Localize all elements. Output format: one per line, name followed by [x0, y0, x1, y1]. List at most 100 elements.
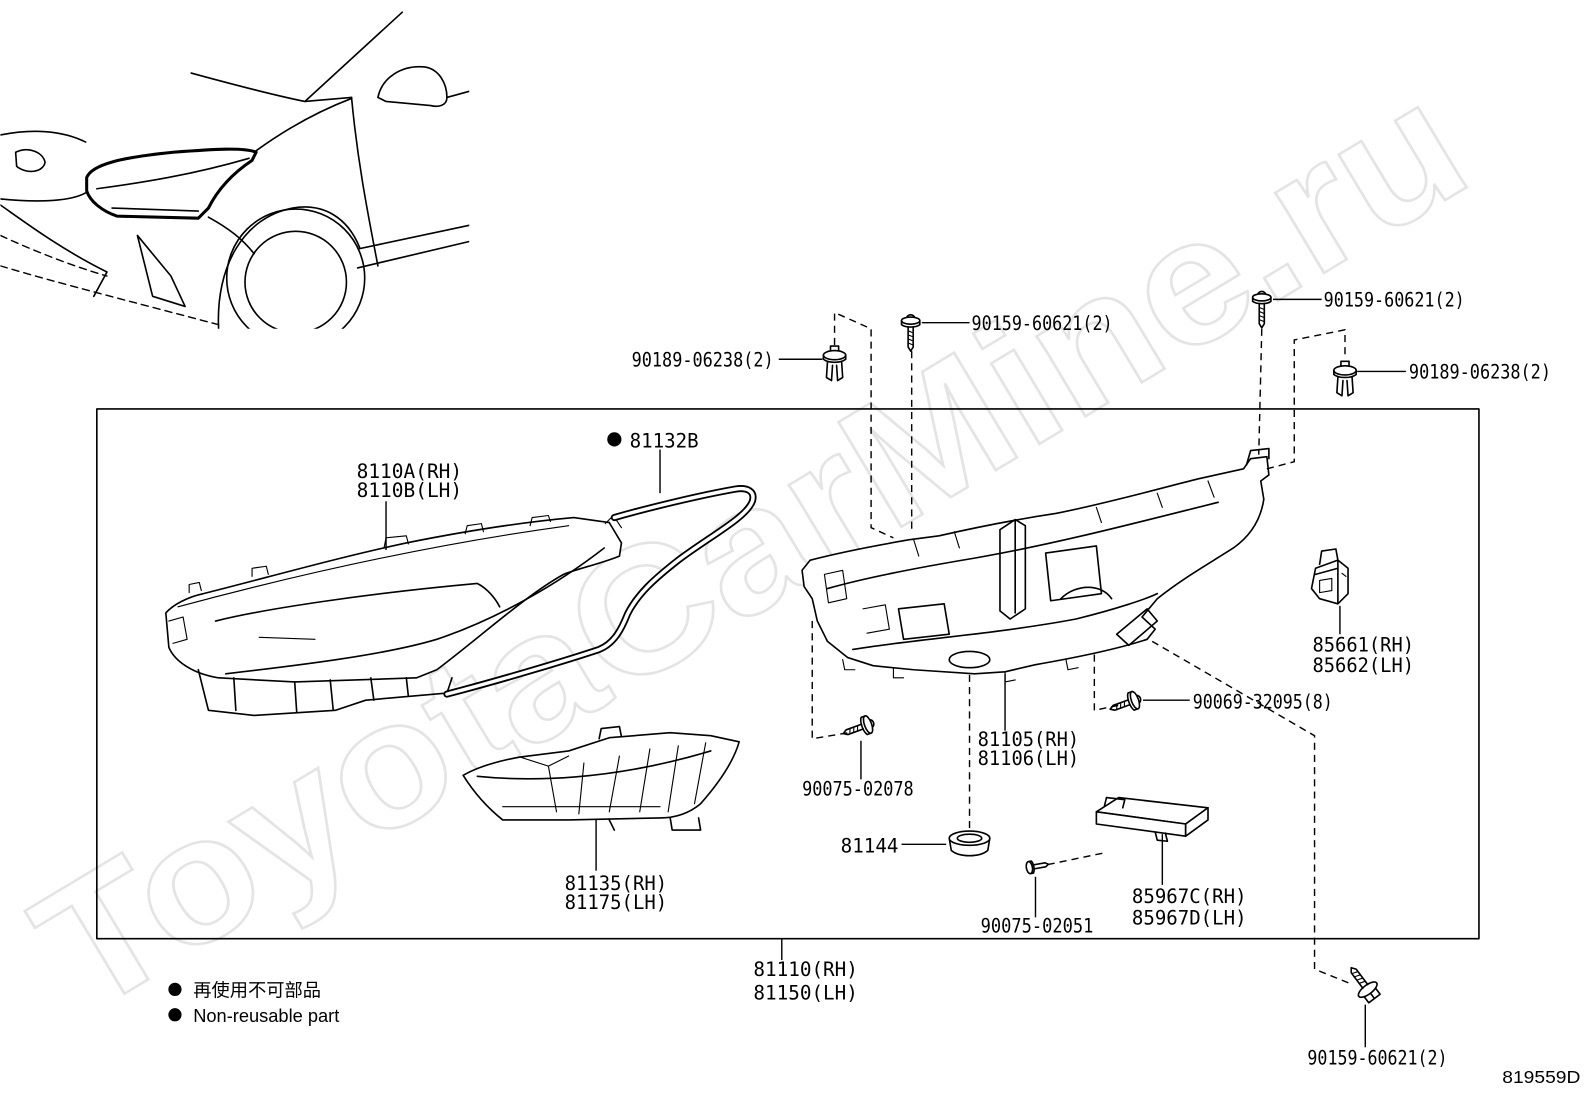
callout-cap[interactable]: 81144: [841, 834, 899, 857]
headlamp-lens-sweep-curve: [224, 547, 606, 675]
callout-lens-rh[interactable]: 8110A(RH): [357, 460, 463, 483]
turn-signal-lamp-bracket: [608, 817, 702, 831]
bolt-flange: [1357, 981, 1378, 999]
turn-signal-lamp: [462, 725, 740, 831]
actuator-detail: [1319, 572, 1347, 594]
vehicle-nose-line: [0, 130, 87, 143]
callout-actuator-lh[interactable]: 85662(LH): [1313, 654, 1414, 677]
callout-module-screw[interactable]: 90075-02051: [981, 915, 1094, 938]
headlamp-lens-left-end: [168, 616, 188, 644]
dashline-housing-screw: [1093, 654, 1119, 712]
actuator-connector: [1318, 548, 1339, 566]
vehicle-rocker: [356, 240, 470, 269]
headlamp-housing-tube: [1060, 586, 1113, 600]
module-tab: [1154, 831, 1169, 843]
screw-thread: [849, 725, 859, 735]
bolt-thread: [1351, 971, 1366, 984]
vehicle-grille-line: [0, 191, 87, 202]
screw-module: [1025, 860, 1050, 875]
vehicle-lower-bumper-inner: [0, 234, 108, 277]
vehicle-air-intake: [136, 234, 186, 308]
turn-signal-lamp-inner-line: [476, 750, 712, 780]
legend-text-en: Non-reusable part: [193, 1005, 339, 1026]
screw-housing: [1109, 690, 1142, 712]
vehicle-front-view: [0, 11, 470, 329]
clip-head: [822, 349, 847, 361]
screw-head-side: [900, 319, 921, 328]
figure-code: 819559D: [1502, 1067, 1580, 1087]
vehicle-fender-front: [207, 216, 255, 255]
callout-clip-upper-left[interactable]: 90189-06238(2): [632, 348, 774, 371]
dashline-right-screw: [1258, 328, 1263, 455]
legend-marker-en: [168, 1008, 182, 1022]
leader-lines: [385, 298, 1406, 1048]
vehicle-mirror: [377, 66, 448, 108]
bolt-lower: [1350, 966, 1381, 1004]
callout-screw-upper-right[interactable]: 90159-60621(2): [1324, 288, 1465, 311]
callout-actuator-rh[interactable]: 85661(RH): [1313, 633, 1414, 656]
callout-module-lh[interactable]: 85967D(LH): [1132, 906, 1247, 929]
vehicle-a-pillar: [304, 11, 404, 103]
callout-assembly-rh[interactable]: 81110(RH): [753, 958, 858, 981]
vehicle-headlamp-highlight: [85, 147, 258, 220]
vehicle-door-front-line: [350, 96, 379, 267]
callout-lens-lh[interactable]: 8110B(LH): [357, 479, 463, 502]
vehicle-bumper-side: [0, 204, 108, 298]
headlamp-housing-box: [1044, 545, 1103, 602]
vehicle-wheel: [244, 230, 348, 329]
headlamp-housing-socket: [948, 650, 991, 669]
clip-head-side: [1333, 369, 1357, 379]
vehicle-lower-bumper: [0, 265, 220, 326]
screw-head-side: [859, 715, 872, 736]
callout-turn-lamp-rh[interactable]: 81135(RH): [565, 872, 667, 895]
headlamp-housing-left-detail: [823, 569, 890, 634]
bolt-shank: [1350, 966, 1369, 990]
dashline-lower-bolt: [1151, 640, 1353, 985]
vehicle-beltline: [446, 90, 470, 99]
screw-head-side: [1251, 296, 1272, 305]
gasket-seal-inner: [445, 486, 755, 696]
clip-head: [1333, 365, 1357, 376]
screw-thread: [907, 330, 914, 346]
actuator-edge: [1314, 559, 1339, 605]
headlamp-housing-duct: [897, 602, 951, 641]
headlamp-housing: [801, 447, 1270, 683]
legend-marker-ja: [168, 982, 182, 997]
headlamp-lens-outline: [165, 516, 623, 683]
leveling-actuator: [1310, 548, 1349, 605]
headlamp-housing-outline: [801, 455, 1270, 675]
part-callouts: 90189-06238(2) 90159-60621(2) 90159-6062…: [357, 288, 1551, 1069]
callout-screw-upper-center[interactable]: 90159-60621(2): [972, 312, 1113, 335]
callout-lower-bolt[interactable]: 90159-60621(2): [1307, 1046, 1447, 1069]
installation-lines: [811, 311, 1353, 985]
callout-clip-upper-right[interactable]: 90189-06238(2): [1409, 361, 1551, 384]
rear-cap-rim: [948, 830, 991, 847]
headlamp-housing-ribs: [913, 480, 1215, 557]
turn-signal-lamp-facets: [547, 742, 707, 815]
screw-shank: [1033, 862, 1050, 870]
screw-lower-left: [842, 715, 875, 736]
vehicle-headlamp-inner: [96, 157, 250, 212]
dashline-lower-screw: [811, 621, 849, 740]
screw-upper-right: [1251, 290, 1272, 329]
callout-housing-lh[interactable]: 81106(LH): [978, 747, 1079, 770]
callout-housing-screw[interactable]: 90069-32095(8): [1193, 690, 1333, 713]
screw-shank: [907, 325, 915, 352]
headlamp-housing-lower-inner: [852, 592, 1159, 651]
callout-assembly-lh[interactable]: 81150(LH): [753, 982, 858, 1005]
module-connector: [1103, 796, 1126, 809]
actuator-body: [1310, 559, 1349, 605]
headlamp-housing-top-tab: [1245, 447, 1270, 466]
callout-gasket[interactable]: 81132B: [630, 430, 699, 453]
screw-head-side: [1126, 690, 1139, 711]
gasket-seal: [443, 485, 757, 698]
headlamp-lens-housing-base: [197, 668, 453, 717]
callout-lower-screw[interactable]: 90075-02078: [802, 778, 914, 801]
headlamp-lens-top-edge: [177, 525, 570, 608]
rear-cap: [948, 830, 991, 857]
callout-module-rh[interactable]: 85967C(RH): [1132, 885, 1247, 908]
callout-housing-rh[interactable]: 81105(RH): [978, 728, 1079, 751]
watermark-text: ToyotaCarMine.ru: [3, 43, 1497, 1050]
callout-turn-lamp-lh[interactable]: 81175(LH): [565, 891, 667, 914]
